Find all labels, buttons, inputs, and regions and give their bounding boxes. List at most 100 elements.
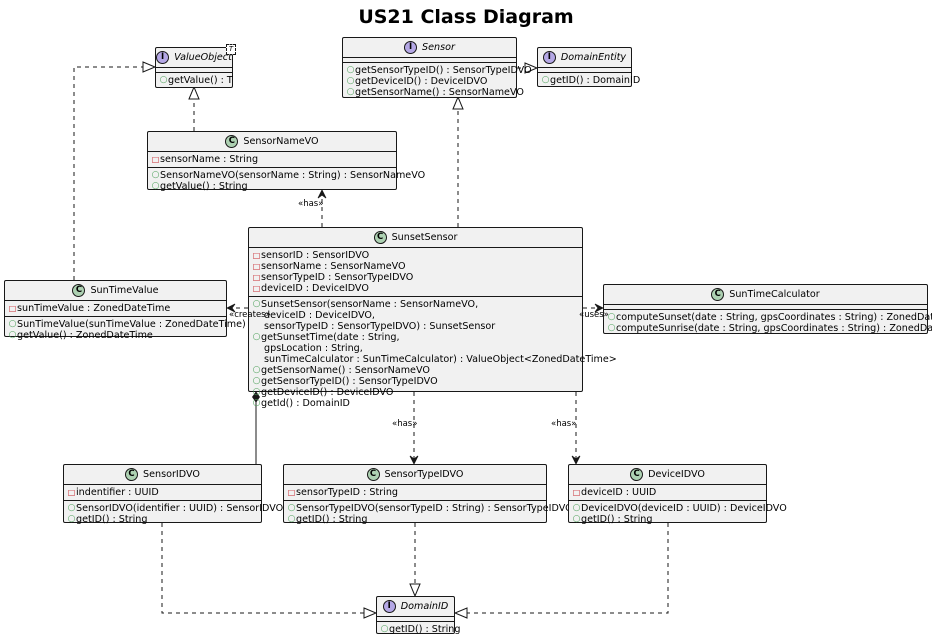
class-name: ValueObject [174,52,232,63]
class-sensornamevo: C SensorNameVO □sensorName : String ○Sen… [147,131,425,192]
method-row: ○getSensorTypeID() : SensorTypeIDVO [252,376,438,387]
fields-section [377,617,454,622]
methods-section: ○SunsetSensor(sensorName : SensorNameVO,… [249,297,617,411]
interface-badge-icon: I [156,51,170,64]
class-header: I DomainID [377,597,454,617]
class-badge-icon: C [125,468,139,481]
method-row: ○getId() : DomainID [252,398,350,409]
methods-section: ○DeviceIDVO(deviceID : UUID) : DeviceIDV… [569,501,787,527]
class-name: SensorNameVO [243,136,319,147]
field-row: □deviceID : DeviceIDVO [252,283,369,294]
class-sensortypeidvo: C SensorTypeIDVO □sensorTypeID : String … [283,464,573,525]
fields-section: □sensorName : String [148,152,396,168]
fields-section [604,305,927,310]
fields-section: □sensorTypeID : String [284,485,546,501]
interface-badge-icon: I [542,51,556,64]
class-header: C SensorTypeIDVO [284,465,546,485]
class-name: SunTimeValue [90,285,159,296]
class-deviceidvo: C DeviceIDVO □deviceID : UUID ○DeviceIDV… [568,464,787,525]
method-row: ○getID() : String [572,514,653,525]
interface-badge-icon: I [404,41,418,54]
class-name: SensorTypeIDVO [384,469,464,480]
label-has-device: «has» [551,419,577,429]
field-row: □sensorName : String [151,154,259,165]
class-header: C SunTimeCalculator [604,285,927,305]
method-row: ○getID() : String [380,624,461,635]
class-name: SunsetSensor [391,232,458,243]
class-badge-icon: C [711,288,725,301]
label-has-name: «has» [298,199,324,209]
method-row: ○SunTimeValue(sunTimeValue : ZonedDateTi… [8,319,246,330]
method-row: ○getDeviceID() : DeviceIDVO [346,76,488,87]
class-badge-icon: C [366,468,380,481]
method-row: ○getSensorName() : SensorNameVO [346,87,524,98]
label-has-type: «has» [392,419,418,429]
class-badge-icon: C [225,135,239,148]
label-uses: «uses» [579,310,609,320]
fields-section [156,68,232,73]
class-domainentity: I DomainEntity ○getID() : DomainID [537,47,641,87]
class-sensor: I Sensor ○getSensorTypeID() : SensorType… [342,37,532,98]
methods-section: ○getValue() : T [156,73,233,88]
class-header: C DeviceIDVO [569,465,766,485]
fields-section [538,68,631,73]
methods-section: ○SensorTypeIDVO(sensorTypeID : String) :… [284,501,573,527]
method-row: ○getID() : String [287,514,368,525]
class-header: C SensorNameVO [148,132,396,152]
type-parameter: T [226,44,236,55]
fields-section: □sensorID : SensorIDVO □sensorName : Sen… [249,248,582,297]
method-row: ○DeviceIDVO(deviceID : UUID) : DeviceIDV… [572,503,787,514]
class-name: DomainEntity [560,52,627,63]
field-row: □indentifier : UUID [67,487,159,498]
method-row: ○getValue() : T [159,75,233,86]
class-header: I Sensor [343,38,516,58]
class-sensoridvo: C SensorIDVO □indentifier : UUID ○Sensor… [63,464,283,525]
field-row: □sensorTypeID : SensorTypeIDVO [252,272,414,283]
class-header: C SunsetSensor [249,228,582,248]
class-header: I DomainEntity [538,48,631,68]
diagram-title: US21 Class Diagram [358,6,574,28]
methods-section: ○SensorNameVO(sensorName : String) : Sen… [148,168,426,194]
method-row: ○SensorIDVO(identifier : UUID) : SensorI… [67,503,284,514]
class-header: I ValueObject [156,48,232,68]
methods-section: ○computeSunset(date : String, gpsCoordin… [604,310,932,336]
method-row: ○SunsetSensor(sensorName : SensorNameVO,… [252,299,496,332]
fields-section [343,58,516,63]
method-row: ○getID() : String [67,514,148,525]
method-row: ○getSunsetTime(date : String, gpsLocatio… [252,332,617,365]
method-row: ○getID() : DomainID [541,75,641,86]
class-name: DomainID [400,601,449,612]
methods-section: ○getID() : String [377,622,461,637]
edge-deviceid-implements-domainid [455,523,669,613]
interface-badge-icon: I [382,600,396,613]
class-suntimevalue: C SunTimeValue □sunTimeValue : ZonedDate… [4,280,246,341]
edge-sensorid-implements-domainid [161,523,376,613]
method-row: ○computeSunrise(date : String, gpsCoordi… [607,323,932,334]
field-row: □sensorID : SensorIDVO [252,250,370,261]
class-name: SunTimeCalculator [729,289,820,300]
class-name: DeviceIDVO [648,469,705,480]
methods-section: ○SunTimeValue(sunTimeValue : ZonedDateTi… [5,317,246,343]
method-row: ○SensorNameVO(sensorName : String) : Sen… [151,170,426,181]
method-row: ○SensorTypeIDVO(sensorTypeID : String) :… [287,503,573,514]
label-creates: «creates» [229,310,271,320]
class-badge-icon: C [373,231,387,244]
fields-section: □indentifier : UUID [64,485,261,501]
method-row: ○getValue() : ZonedDateTime [8,330,153,341]
fields-section: □deviceID : UUID [569,485,766,501]
field-row: □deviceID : UUID [572,487,657,498]
class-header: C SunTimeValue [5,281,226,301]
class-sunsetsensor: C SunsetSensor □sensorID : SensorIDVO □s… [248,227,617,409]
edge-suntimevalue-implements-valueobject [73,67,155,280]
class-badge-icon: C [72,284,86,297]
method-row: ○getSensorName() : SensorNameVO [252,365,430,376]
field-row: □sunTimeValue : ZonedDateTime [8,303,171,314]
methods-section: ○SensorIDVO(identifier : UUID) : SensorI… [64,501,284,527]
class-badge-icon: C [630,468,644,481]
method-row: ○computeSunset(date : String, gpsCoordin… [607,312,932,323]
class-domainid: I DomainID ○getID() : String [376,596,461,637]
field-row: □sensorName : SensorNameVO [252,261,406,272]
method-row: ○getValue() : String [151,181,248,192]
field-row: □sensorTypeID : String [287,487,399,498]
